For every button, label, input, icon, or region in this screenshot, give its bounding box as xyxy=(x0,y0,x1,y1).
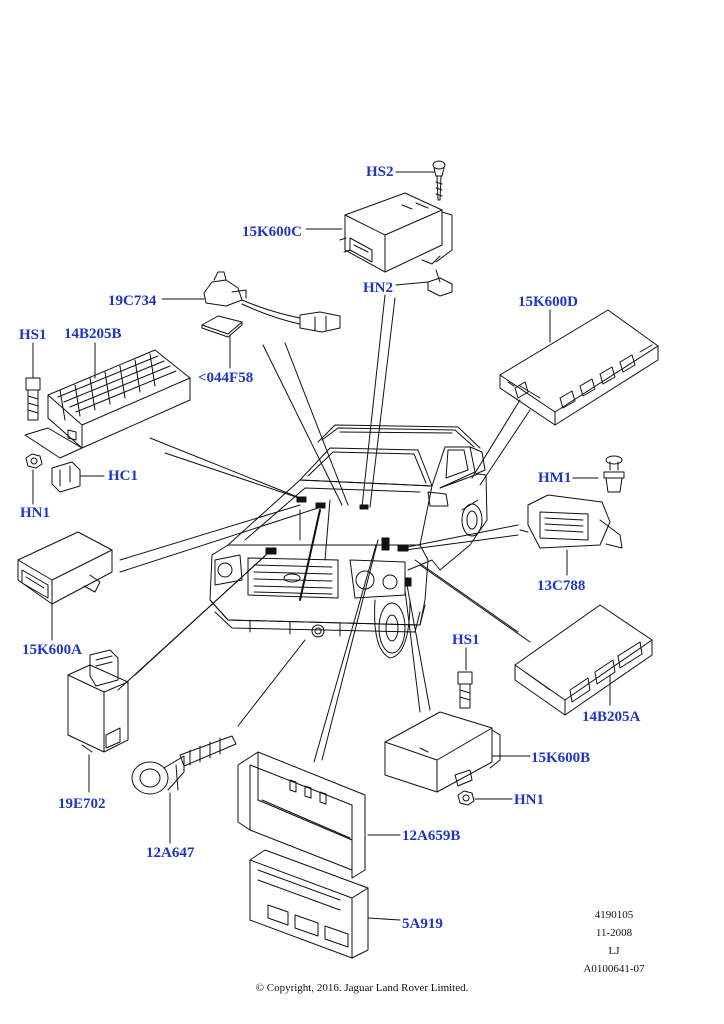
label-044f58: <044F58 xyxy=(198,370,254,386)
leader-lines xyxy=(117,294,531,763)
reference-code: LJ xyxy=(608,945,620,957)
label-15k600d: 15K600D xyxy=(518,294,578,310)
reference-number: 4190105 xyxy=(594,909,634,921)
module-14b205a xyxy=(514,604,653,716)
reference-date: 11-2008 xyxy=(595,927,633,939)
copyright-notice: © Copyright, 2016. Jaguar Land Rover Lim… xyxy=(255,982,469,994)
hn2-clip xyxy=(427,269,453,297)
label-19c734: 19C734 xyxy=(108,293,157,309)
hs2-screw xyxy=(432,160,446,201)
module-15k600c xyxy=(339,192,453,273)
hn1-nut-right xyxy=(457,790,475,806)
label-hs2: HS2 xyxy=(366,164,394,180)
label-12a647: 12A647 xyxy=(146,845,195,861)
module-15k600a xyxy=(17,531,113,605)
label-19e702: 19E702 xyxy=(58,796,106,812)
hs1-bolt-left xyxy=(25,377,41,421)
vehicle-illustration xyxy=(209,424,488,659)
sensor-12a647 xyxy=(131,735,237,795)
module-15k600b xyxy=(384,711,501,793)
label-hn1-left: HN1 xyxy=(20,505,50,521)
label-15k600b: 15K600B xyxy=(531,750,591,766)
label-hm1: HM1 xyxy=(538,470,572,486)
label-hs1-mid: HS1 xyxy=(452,632,480,648)
hs1-bolt-mid xyxy=(457,671,473,709)
module-13c788 xyxy=(519,494,623,549)
label-5a919: 5A919 xyxy=(402,916,443,932)
label-12a659b: 12A659B xyxy=(402,828,461,844)
label-14b205a: 14B205A xyxy=(582,709,641,725)
label-hn2: HN2 xyxy=(363,280,393,296)
label-15k600c: 15K600C xyxy=(242,224,302,240)
label-pointers xyxy=(32,171,611,921)
module-15k600d xyxy=(499,309,659,426)
module-14b205b xyxy=(24,349,191,459)
pad-044f58 xyxy=(201,315,243,338)
relay-19e702 xyxy=(67,649,129,753)
label-15k600a: 15K600A xyxy=(22,642,82,658)
hn1-nut-left xyxy=(25,453,43,469)
label-hs1-top: HS1 xyxy=(19,327,47,343)
module-5a919 xyxy=(249,849,369,959)
bracket-12a659b xyxy=(237,751,366,879)
hm1-clip xyxy=(603,455,625,493)
label-13c788: 13C788 xyxy=(537,578,586,594)
illustration-number: A0100641-07 xyxy=(583,963,645,975)
harness-19c734 xyxy=(203,271,341,333)
label-hn1-right: HN1 xyxy=(514,792,544,808)
hc1-clip xyxy=(51,461,81,493)
label-14b205b: 14B205B xyxy=(64,326,122,342)
label-hc1: HC1 xyxy=(108,468,138,484)
